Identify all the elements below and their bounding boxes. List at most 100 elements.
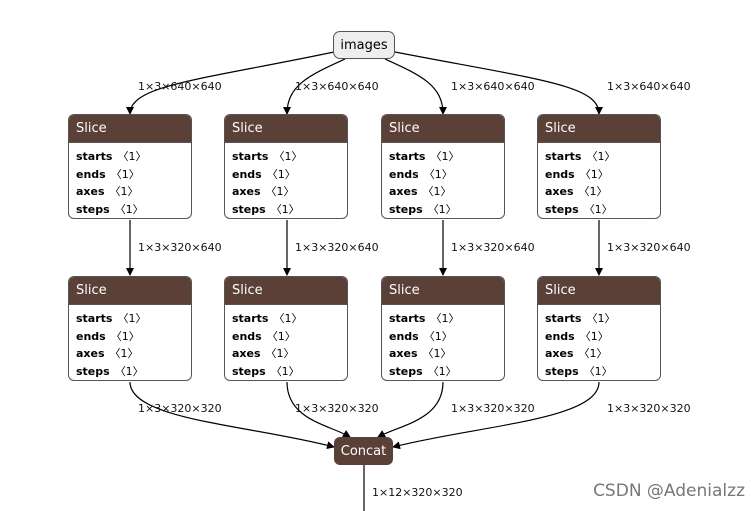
edge-label-slice-4-slice-8: 1×3×320×640 [607,241,691,254]
attr-value: 〈1〉 [423,329,453,343]
attr-name: axes [545,185,574,199]
attr-row-steps: steps〈1〉 [76,363,191,380]
attr-value: 〈1〉 [422,347,452,361]
attr-row-steps: steps〈1〉 [389,363,504,380]
concat-node[interactable]: Concat [334,437,393,465]
attr-name: ends [545,329,575,343]
slice-node-3[interactable]: Slice starts〈1〉 ends〈1〉 axes〈1〉 steps〈1〉 [381,114,505,219]
attr-value: 〈1〉 [265,347,295,361]
input-node-label: images [340,37,388,53]
attr-row-axes: axes〈1〉 [545,345,660,363]
attr-name: steps [76,364,110,378]
edge-images-slice-3 [384,58,447,115]
attr-name: steps [389,202,423,216]
attr-row-axes: axes 〈1〉 [389,345,504,363]
attr-row-steps: steps〈1〉 [232,363,347,380]
attr-row-starts: starts 〈1〉 [76,310,191,328]
edge-slice-7-concat [377,381,444,438]
attr-name: starts [232,150,269,163]
edge-slice-8-concat [392,381,600,450]
edge-label-concat-output: 1×12×320×320 [372,486,463,499]
attr-value: 〈1〉 [583,364,613,378]
slice-node-header: Slice [225,115,347,143]
attr-row-ends: ends〈1〉 [232,166,347,184]
slice-node-attributes: starts〈1〉 ends〈1〉 axes〈1〉 steps〈1〉 [225,143,347,218]
edge-images-slice-2 [283,58,346,115]
attr-row-ends: ends 〈1〉 [389,328,504,346]
slice-node-header: Slice [69,277,191,305]
slice-node-header: Slice [382,115,504,143]
edge-label-slice-8-concat: 1×3×320×320 [607,402,691,415]
slice-node-4[interactable]: Slice starts〈1〉 ends〈1〉 axes〈1〉 steps〈1〉 [537,114,661,219]
attr-row-starts: starts 〈1〉 [389,310,504,328]
attr-value: 〈1〉 [430,312,460,325]
attr-name: starts [389,150,426,163]
slice-node-8[interactable]: Slice starts〈1〉 ends〈1〉 axes〈1〉 steps〈1〉 [537,276,661,381]
attr-name: axes [389,185,418,199]
slice-node-7[interactable]: Slice starts〈1〉 ends〈1〉 axes〈1〉 steps〈1〉 [381,276,505,381]
attr-row-starts: starts〈1〉 [232,310,347,328]
attr-value: 〈1〉 [586,312,616,325]
attr-value: 〈1〉 [117,312,147,325]
attr-value: 〈1〉 [578,347,608,361]
attr-value: 〈1〉 [265,185,295,199]
attr-row-starts: starts 〈1〉 [545,148,660,166]
edge-label-images-slice-2: 1×3×640×640 [295,80,379,93]
slice-node-2[interactable]: Slice starts〈1〉 ends〈1〉 axes〈1〉 steps〈1〉 [224,114,348,219]
slice-node-attributes: starts〈1〉 ends〈1〉 axes〈1〉 steps〈1〉 [225,305,347,380]
attr-row-steps: steps〈1〉 [545,363,660,380]
slice-node-header: Slice [538,115,660,143]
attr-row-starts: starts 〈1〉 [545,310,660,328]
attr-row-ends: ends〈1〉 [76,166,191,184]
edge-label-images-slice-3: 1×3×640×640 [451,80,535,93]
slice-node-attributes: starts〈1〉 ends〈1〉 axes〈1〉 steps〈1〉 [69,143,191,218]
attr-name: ends [389,329,419,343]
attr-name: starts [76,150,113,163]
edge-label-slice-5-concat: 1×3×320×320 [138,402,222,415]
edge-images-slice-1 [126,51,335,115]
attr-value: 〈1〉 [427,202,457,216]
edge-label-slice-3-slice-7: 1×3×320×640 [451,241,535,254]
input-node-images[interactable]: images [333,31,395,59]
attr-row-starts: starts〈1〉 [76,148,191,166]
attr-value: 〈1〉 [583,202,613,216]
attr-value: 〈1〉 [114,202,144,216]
attr-name: axes [389,347,418,361]
attr-row-axes: axes〈1〉 [389,183,504,201]
attr-value: 〈1〉 [427,364,457,378]
slice-node-1[interactable]: Slice starts〈1〉 ends〈1〉 axes〈1〉 steps〈1〉 [68,114,192,219]
attr-value: 〈1〉 [273,150,303,163]
attr-row-steps: steps〈1〉 [545,201,660,218]
edge-label-slice-6-concat: 1×3×320×320 [295,402,379,415]
attr-name: starts [232,312,269,325]
attr-value: 〈1〉 [430,150,460,163]
concat-node-label: Concat [340,443,387,459]
attr-value: 〈1〉 [579,329,609,343]
slice-node-6[interactable]: Slice starts〈1〉 ends〈1〉 axes〈1〉 steps〈1〉 [224,276,348,381]
slice-node-attributes: starts〈1〉 ends〈1〉 axes〈1〉 steps〈1〉 [382,305,504,380]
attr-row-steps: steps〈1〉 [76,201,191,218]
attr-value: 〈1〉 [110,329,140,343]
attr-value: 〈1〉 [423,167,453,181]
edge-slice-6-concat [286,381,351,438]
attr-name: starts [545,150,582,163]
attr-name: starts [76,312,113,325]
attr-name: ends [76,329,106,343]
attr-row-ends: ends〈1〉 [232,328,347,346]
attr-name: starts [389,312,426,325]
attr-row-axes: axes〈1〉 [545,183,660,201]
slice-node-header: Slice [225,277,347,305]
attr-value: 〈1〉 [266,167,296,181]
edge-label-slice-1-slice-5: 1×3×320×640 [138,241,222,254]
slice-node-5[interactable]: Slice starts〈1〉 ends〈1〉 axes〈1〉 steps〈1〉 [68,276,192,381]
attr-name: steps [232,364,266,378]
attr-name: axes [76,185,105,199]
edge-label-slice-2-slice-6: 1×3×320×640 [295,241,379,254]
slice-node-header: Slice [382,277,504,305]
slice-node-attributes: starts〈1〉 ends〈1〉 axes〈1〉 steps〈1〉 [382,143,504,218]
edge-label-images-slice-4: 1×3×640×640 [607,80,691,93]
attr-value: 〈1〉 [586,150,616,163]
attr-value: 〈1〉 [579,167,609,181]
attr-value: 〈1〉 [109,185,139,199]
attr-name: starts [545,312,582,325]
